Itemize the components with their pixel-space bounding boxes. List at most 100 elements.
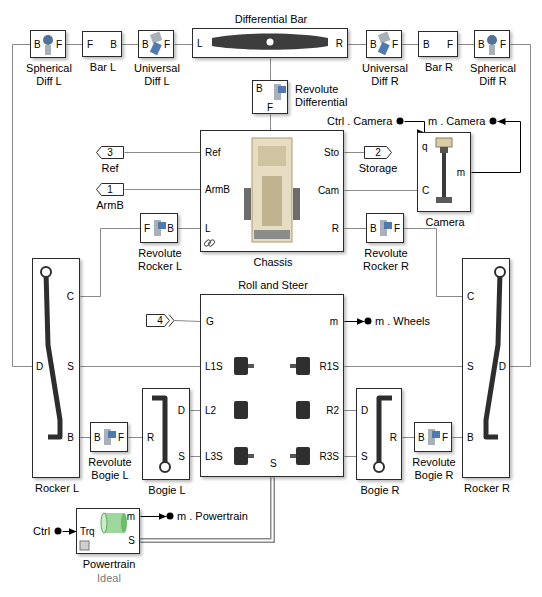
physical-connection-line: [123, 44, 139, 45]
block-name: ArmB: [88, 199, 132, 212]
tag-dot: [55, 528, 62, 535]
connector-group: [13, 45, 531, 541]
bogie-block: DRSBogie R: [356, 388, 402, 480]
revolute-base: [104, 429, 111, 445]
block-name: Ref: [88, 162, 132, 175]
chassis-plate: [254, 230, 290, 239]
port-label: Ref: [205, 147, 221, 159]
physical-connection-line: [81, 229, 141, 297]
physical-connection-line: [345, 456, 357, 457]
physical-connection-line: [191, 410, 201, 411]
physical-connection-line: [191, 456, 201, 457]
tag-name: m . Wheels: [375, 315, 430, 327]
physical-connection-line: [405, 229, 463, 297]
physical-connection-line: [345, 228, 367, 229]
revolute-base: [428, 429, 435, 445]
pivot-hole: [267, 39, 274, 46]
wheel: [234, 357, 248, 375]
port-tag-outline: [365, 147, 392, 159]
port-tag-outline: [97, 184, 124, 196]
physical-connection-line: [81, 366, 201, 367]
block-name: Chassis: [233, 256, 313, 269]
port-label: R: [147, 432, 154, 444]
block-name: Revolute Bogie L: [82, 456, 138, 482]
physical-connection-line: [270, 115, 271, 131]
physical-connection-line: [125, 189, 201, 190]
port-label: m: [457, 167, 465, 179]
bogie-block: DRSBogie L: [142, 388, 190, 480]
universal-joint-yoke: [150, 42, 162, 55]
universal-joint-yoke: [150, 32, 162, 44]
port-label: D: [36, 361, 43, 373]
port-label: F: [500, 39, 506, 51]
block-name: Bogie L: [142, 484, 192, 497]
physical-connection-line: [13, 45, 33, 367]
rigid-body-block: FBBar L: [82, 31, 122, 57]
physical-connection-line: [511, 45, 531, 367]
port-label: Sto: [324, 147, 339, 159]
motor-body: [104, 513, 124, 533]
chassis-body: [252, 138, 292, 242]
port-label: F: [87, 39, 93, 51]
port-number: 2: [364, 146, 392, 159]
revolute-joint-block: BFRevolute Bogie L: [90, 422, 128, 452]
block-name: Revolute Rocker R: [358, 247, 414, 273]
subsystem-block: qmCCamera: [417, 132, 471, 212]
physical-connection-line: [67, 44, 83, 45]
block-name: Revolute Bogie R: [406, 456, 462, 482]
camera-head: [436, 138, 452, 147]
chassis-deck: [258, 146, 286, 166]
physical-connection-line: [270, 59, 271, 81]
subsystem-block: RefArmBLStoCamRChassis: [200, 130, 344, 252]
signal-line: [63, 531, 77, 532]
port-label: C: [422, 185, 429, 197]
port-label: F: [392, 39, 398, 51]
physical-connection-line: [81, 437, 91, 438]
spherical-joint-ball: [43, 35, 53, 45]
port-label: m: [330, 316, 338, 328]
tag-name: Ctrl: [33, 525, 50, 537]
port-label: C: [67, 291, 74, 303]
from-tag: Ctrl . Camera: [327, 114, 404, 128]
bogie-link: [152, 398, 165, 462]
port-label: L3S: [205, 451, 223, 463]
link-icon: [208, 239, 216, 247]
wheel: [296, 357, 310, 375]
port-label: B: [94, 432, 101, 444]
port-label: Cam: [318, 185, 339, 197]
physical-connection-line: [125, 152, 201, 153]
rocker-pivot: [495, 267, 505, 277]
port-label: R: [332, 223, 339, 235]
signal-line: [405, 122, 425, 133]
port-label: F: [267, 102, 273, 114]
block-name: Differential Bar: [191, 13, 351, 26]
physical-connection-line: [179, 228, 201, 229]
revolute-base: [380, 220, 387, 236]
vector-line-core: [141, 478, 273, 541]
wheel-axle: [248, 364, 254, 368]
subsystem-block: GmL1SR1SL2R2L3SR3SSRoll and Steer: [200, 294, 344, 477]
port-tag-outline: [97, 147, 124, 159]
physical-connection-line: [175, 321, 201, 322]
port-label: L2: [205, 405, 216, 417]
port-label: B: [423, 39, 430, 51]
physical-connection-line: [403, 44, 419, 45]
port-label: B: [34, 39, 41, 51]
port-label: F: [164, 39, 170, 51]
camera-mast: [442, 153, 446, 197]
block-name: Powertrain: [74, 558, 144, 571]
port-label: B: [167, 223, 174, 235]
port-label: R3S: [320, 451, 339, 463]
spherical-joint-ball: [487, 35, 497, 45]
tag-dot: [167, 513, 174, 520]
port-label: F: [394, 223, 400, 235]
port-label: B: [478, 39, 485, 51]
spherical-joint-block: BFSpherical Diff R: [474, 30, 510, 58]
port-label: D: [361, 405, 368, 417]
universal-joint-yoke: [378, 32, 390, 44]
port-label: S: [128, 535, 135, 547]
port-label: F: [56, 39, 62, 51]
block-name: Bar R: [414, 61, 464, 74]
chassis-mount: [293, 188, 300, 220]
